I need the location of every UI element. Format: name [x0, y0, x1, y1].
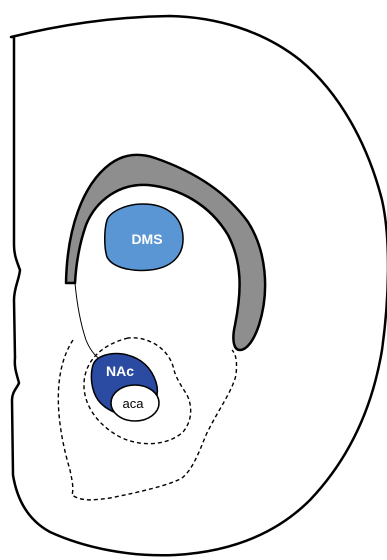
aca-label: aca	[123, 396, 145, 411]
nac-label: NAc	[106, 363, 134, 379]
dms-label: DMS	[131, 231, 162, 247]
hemisphere-outline	[11, 16, 387, 555]
